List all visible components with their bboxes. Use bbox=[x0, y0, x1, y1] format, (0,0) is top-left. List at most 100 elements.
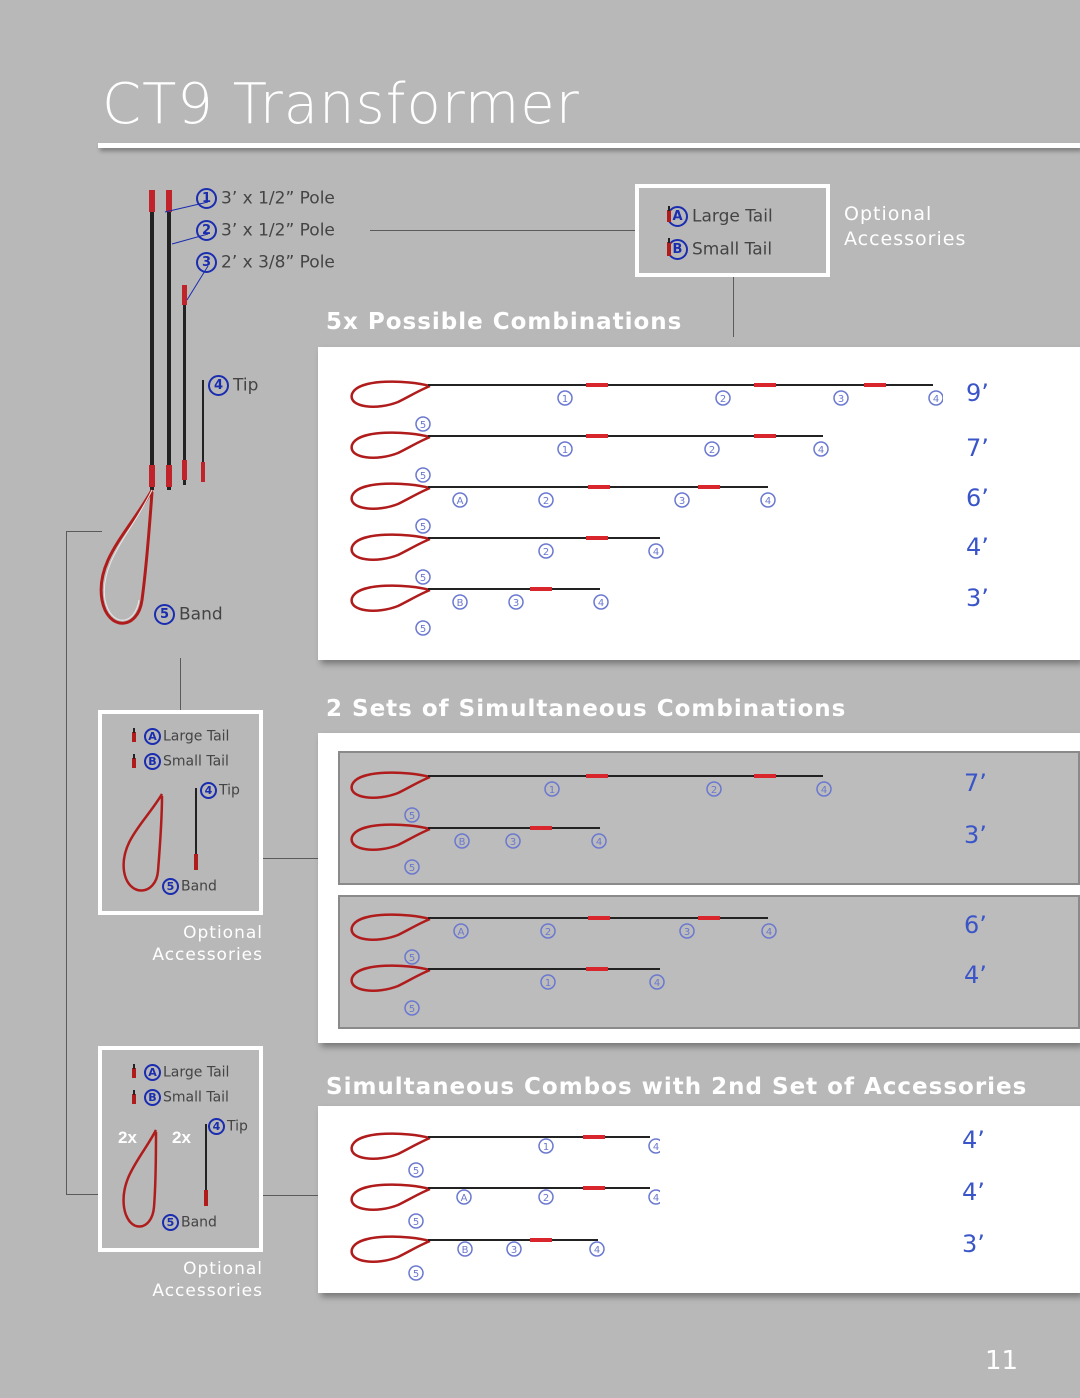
svg-text:3: 3 bbox=[684, 927, 690, 938]
section-heading-2sets: 2 Sets of Simultaneous Combinations bbox=[326, 696, 847, 722]
ferrule-joint bbox=[864, 383, 886, 387]
band-loop bbox=[350, 380, 431, 408]
part-badge-icon: 2 bbox=[540, 923, 556, 939]
part-badge-icon: 1 bbox=[538, 1138, 554, 1154]
part-badge-icon: 3 bbox=[833, 390, 849, 406]
svg-text:A: A bbox=[457, 496, 464, 507]
svg-text:2: 2 bbox=[711, 785, 717, 796]
ferrule-joint bbox=[588, 485, 610, 489]
svg-text:A: A bbox=[461, 1193, 468, 1204]
part-badge-icon: 4 bbox=[760, 492, 776, 508]
pole-segment bbox=[428, 968, 660, 970]
part-badge-icon: 5 bbox=[404, 859, 420, 875]
band-loop bbox=[350, 1132, 431, 1160]
accessory-drawings bbox=[122, 1064, 208, 1228]
part-badge-icon: 2 bbox=[706, 781, 722, 797]
svg-text:5: 5 bbox=[420, 522, 426, 533]
set-1-box bbox=[338, 751, 1080, 885]
section-heading-2nd-set: Simultaneous Combos with 2nd Set of Acce… bbox=[326, 1074, 1028, 1100]
svg-text:4: 4 bbox=[821, 785, 827, 796]
part-badge-icon: 2 bbox=[715, 390, 731, 406]
part-badge-icon: A bbox=[453, 923, 469, 939]
part-badge-icon: 3 bbox=[674, 492, 690, 508]
badge-5-icon: 5 bbox=[162, 878, 179, 895]
ferrule-joint bbox=[586, 434, 608, 438]
svg-text:2: 2 bbox=[720, 394, 726, 405]
part-badge-icon: 5 bbox=[408, 1162, 424, 1178]
ferrule-joint bbox=[530, 1238, 552, 1242]
svg-text:3: 3 bbox=[838, 394, 844, 405]
svg-text:B: B bbox=[457, 598, 464, 609]
length-label: 4’ bbox=[962, 1126, 985, 1154]
svg-text:4: 4 bbox=[766, 927, 772, 938]
combination-assembly: A 2 3 4 5 bbox=[350, 482, 776, 534]
part-badge-icon: 1 bbox=[557, 390, 573, 406]
svg-text:5: 5 bbox=[420, 573, 426, 584]
length-label: 6’ bbox=[964, 911, 987, 939]
band-loop bbox=[350, 482, 431, 510]
svg-text:2: 2 bbox=[543, 496, 549, 507]
svg-text:2: 2 bbox=[545, 927, 551, 938]
svg-text:3: 3 bbox=[513, 598, 519, 609]
ferrule-joint bbox=[698, 916, 720, 920]
ferrule-joint bbox=[754, 383, 776, 387]
svg-text:4: 4 bbox=[653, 1142, 659, 1153]
svg-text:5: 5 bbox=[420, 471, 426, 482]
svg-text:1: 1 bbox=[543, 1142, 549, 1153]
length-label: 4’ bbox=[964, 961, 987, 989]
ferrule-joint bbox=[586, 967, 608, 971]
badge-5-icon: 5 bbox=[162, 1214, 179, 1231]
svg-text:5: 5 bbox=[413, 1269, 419, 1280]
svg-text:1: 1 bbox=[562, 445, 568, 456]
part-badge-icon: 3 bbox=[506, 1241, 522, 1257]
part-badge-icon: 3 bbox=[679, 923, 695, 939]
part-badge-icon: 1 bbox=[544, 781, 560, 797]
part-badge-icon: 2 bbox=[704, 441, 720, 457]
band-loop bbox=[350, 431, 431, 459]
badge-5-icon: 5 bbox=[154, 604, 175, 625]
badge-4-icon: 4 bbox=[200, 782, 217, 799]
badge-2-icon: 2 bbox=[196, 220, 217, 241]
svg-text:4: 4 bbox=[653, 547, 659, 558]
svg-text:1: 1 bbox=[549, 785, 555, 796]
badge-a-icon: A bbox=[144, 1064, 161, 1081]
part-badge-icon: 3 bbox=[505, 833, 521, 849]
part-badge-icon: B bbox=[454, 833, 470, 849]
length-label: 4’ bbox=[962, 1178, 985, 1206]
badge-1-icon: 1 bbox=[196, 188, 217, 209]
band-loop bbox=[350, 823, 431, 851]
svg-text:3: 3 bbox=[511, 1245, 517, 1256]
svg-text:4: 4 bbox=[598, 598, 604, 609]
length-label: 7’ bbox=[964, 769, 987, 797]
ferrule-joint bbox=[530, 826, 552, 830]
pole-segment bbox=[428, 588, 600, 590]
part-badge-icon: 5 bbox=[415, 620, 431, 636]
band-loop bbox=[350, 771, 431, 799]
part-badge-icon: B bbox=[452, 594, 468, 610]
length-label: 6’ bbox=[966, 484, 989, 512]
connector-line bbox=[370, 230, 636, 231]
ferrule-joint bbox=[754, 774, 776, 778]
ferrule-joint bbox=[754, 434, 776, 438]
connector-line bbox=[66, 1194, 100, 1195]
